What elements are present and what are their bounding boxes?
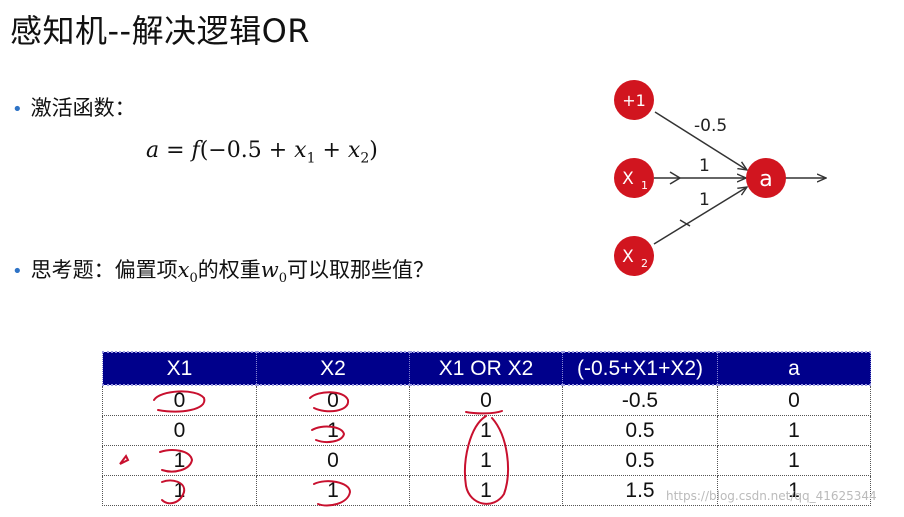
question-wsub: 0: [278, 271, 288, 287]
node-x2-label: X: [622, 247, 634, 267]
formula-lhs: a: [146, 138, 160, 163]
table-cell: 1: [717, 475, 871, 506]
node-x2: X 2: [614, 236, 654, 276]
bullet-activation: • 激活函数：: [12, 92, 136, 122]
edge-x2-out: [653, 187, 747, 245]
node-x1-label: X: [622, 169, 634, 189]
header-a: a: [717, 351, 871, 386]
slide-title: 感知机--解决逻辑OR: [10, 12, 311, 50]
weight-label-x1: 1: [699, 156, 710, 176]
formula-x1: x: [294, 138, 307, 163]
header-x1: X1: [102, 351, 257, 386]
table-cell: 1: [256, 475, 410, 506]
activation-formula: a = f(−0.5 + x1 + x2): [146, 138, 378, 166]
formula-x2: x: [347, 138, 361, 163]
question-xsub: 0: [189, 271, 198, 287]
table-row: 0 0 0 -0.5 0: [102, 384, 871, 416]
table-cell: 1: [409, 445, 563, 476]
table-header-row: X1 X2 X1 OR X2 (-0.5+X1+X2) a: [102, 351, 871, 386]
bullet-question: •思考题：偏置项x0的权重w0可以取那些值？: [12, 254, 434, 286]
node-x1: X 1: [614, 158, 654, 198]
arrow-tick: [679, 219, 691, 227]
question-mid: 的权重: [197, 258, 261, 282]
node-out: a: [746, 158, 786, 198]
table-cell: 1.5: [562, 475, 718, 506]
edge-bias-out: [654, 111, 747, 170]
arrow-tick: [669, 177, 681, 185]
header-sum: (-0.5+X1+X2): [562, 351, 718, 386]
table-cell: 0: [102, 384, 257, 416]
table-cell: 0: [256, 445, 410, 476]
formula-sub1: 1: [306, 150, 316, 167]
node-x2-sub: 2: [641, 257, 648, 270]
weight-label-x2: 1: [699, 190, 710, 210]
question-x: x: [177, 258, 190, 282]
table-cell: 1: [717, 445, 871, 476]
table-cell: -0.5: [562, 384, 718, 416]
question-post: 可以取那些值？: [287, 258, 435, 282]
formula-f: f: [191, 138, 200, 163]
weight-label-bias: -0.5: [694, 116, 727, 136]
header-x2: X2: [256, 351, 410, 386]
header-or: X1 OR X2: [409, 351, 563, 386]
node-bias-label: +1: [622, 91, 646, 110]
watermark: https://blog.csdn.net/qq_41625344: [666, 489, 877, 503]
bullet-dot-icon: •: [12, 99, 23, 120]
table-cell: 0: [717, 384, 871, 416]
node-bias: +1: [614, 80, 654, 120]
perceptron-diagram: -0.5 1 1 +1 X 1 X 2 a: [614, 80, 840, 276]
formula-close: ): [369, 138, 378, 163]
question-pre: 思考题：偏置项: [30, 258, 178, 282]
node-out-label: a: [759, 167, 772, 192]
formula-eq: =: [159, 138, 192, 163]
table-cell: 1: [717, 415, 871, 446]
table-cell: 0.5: [562, 445, 718, 476]
question-w: w: [260, 258, 279, 282]
table-cell: 1: [102, 445, 257, 476]
table-cell: 1: [409, 415, 563, 446]
table-cell: 0: [102, 415, 257, 446]
table-row: 0 1 1 0.5 1: [102, 415, 871, 446]
formula-sub2: 2: [360, 150, 370, 167]
bullet-activation-text: 激活函数：: [30, 96, 136, 120]
table-cell: 1: [409, 475, 563, 506]
table-cell: 0.5: [562, 415, 718, 446]
table-row: 1 0 1 0.5 1: [102, 445, 871, 476]
table-cell: 1: [256, 415, 410, 446]
node-x1-sub: 1: [641, 179, 648, 192]
table-cell: 1: [102, 475, 257, 506]
table-cell: 0: [256, 384, 410, 416]
formula-plus: +: [315, 138, 348, 163]
bullet-dot-icon: •: [12, 261, 23, 282]
arrow-tick: [669, 171, 681, 179]
formula-open: (−0.5 +: [199, 138, 295, 163]
table-cell: 0: [409, 384, 563, 416]
truth-table: X1 X2 X1 OR X2 (-0.5+X1+X2) a 0 0 0 -0.5…: [102, 351, 871, 506]
